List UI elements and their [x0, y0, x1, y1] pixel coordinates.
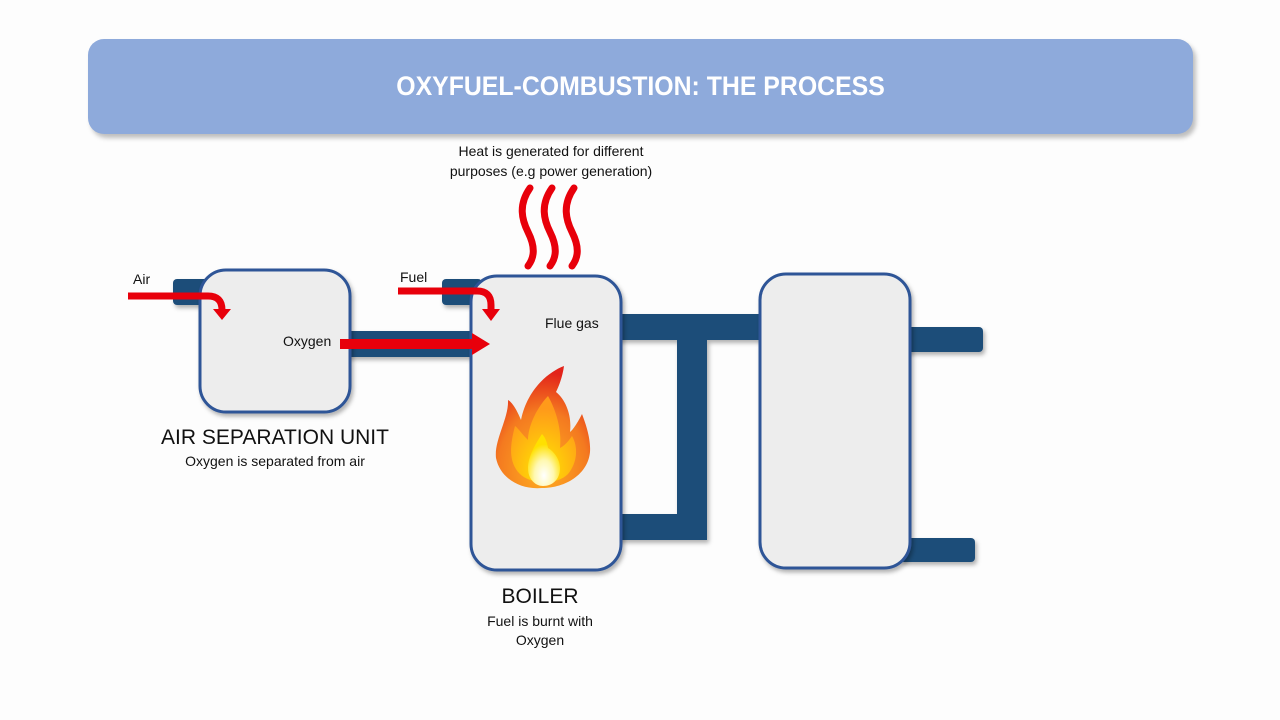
- fuel-arrow-head: [482, 309, 500, 321]
- heat-waves-icon: [518, 184, 581, 270]
- third-unit-box[interactable]: [758, 272, 912, 570]
- oxygen-arrow-head: [472, 333, 490, 355]
- boiler-description-line1: Fuel is burnt with: [487, 613, 593, 629]
- oxygen-arrow-shaft: [340, 339, 474, 349]
- flue-gas-label: Flue gas: [545, 315, 599, 331]
- flue-gas-pipe-top: [615, 314, 765, 340]
- oxygen-label: Oxygen: [283, 333, 332, 349]
- title-banner: OXYFUEL-COMBUSTION: THE PROCESS: [88, 39, 1193, 134]
- air-arrow-head: [213, 309, 231, 320]
- recycle-pipe-bottom: [615, 514, 707, 540]
- fuel-label: Fuel: [400, 269, 428, 285]
- heat-note-line2: purposes (e.g power generation): [449, 163, 653, 179]
- asu-name: AIR SEPARATION UNIT: [161, 426, 389, 449]
- boiler-name: BOILER: [501, 585, 579, 608]
- asu-description: Oxygen is separated from air: [185, 453, 365, 469]
- outlet-pipe-bottom: [900, 538, 975, 562]
- pipes: [173, 279, 983, 562]
- boiler-description-line2: Oxygen: [515, 632, 565, 648]
- page-title: OXYFUEL-COMBUSTION: THE PROCESS: [396, 71, 885, 101]
- air-label: Air: [133, 271, 151, 287]
- outlet-pipe-top: [900, 327, 983, 352]
- heat-note-line1: Heat is generated for different: [458, 143, 644, 159]
- fuel-arrow: [398, 287, 495, 312]
- recycle-pipe-vertical: [677, 340, 707, 540]
- flame-icon: [495, 366, 591, 489]
